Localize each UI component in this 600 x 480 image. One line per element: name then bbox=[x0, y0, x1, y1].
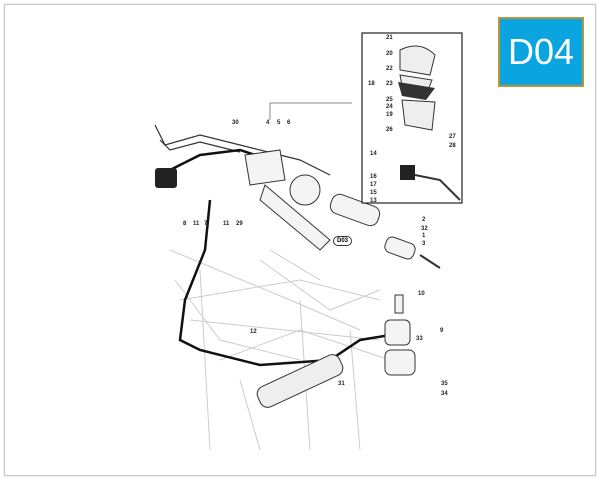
part-label: 28 bbox=[449, 143, 456, 149]
part-label: 15 bbox=[370, 190, 377, 196]
part-label: 6 bbox=[287, 120, 291, 126]
part-label: 3 bbox=[422, 241, 426, 247]
part-label: 31 bbox=[338, 381, 345, 387]
part-label: 10 bbox=[418, 291, 425, 297]
part-label: 35 bbox=[441, 381, 448, 387]
inset-box bbox=[269, 32, 463, 204]
part-label: 26 bbox=[386, 127, 393, 133]
part-label: 18 bbox=[368, 81, 375, 87]
part-label: 30 bbox=[232, 120, 239, 126]
part-label: 11 bbox=[223, 221, 230, 227]
frame-outline bbox=[169, 249, 391, 451]
part-label: 22 bbox=[386, 66, 393, 72]
part-label: 1 bbox=[422, 233, 426, 239]
part-label: 24 bbox=[386, 104, 393, 110]
part-label: 23 bbox=[386, 81, 393, 87]
section-badge: D04 bbox=[498, 17, 584, 87]
part-label: 8 bbox=[183, 221, 187, 227]
part-label: 32 bbox=[421, 226, 428, 232]
part-label: 34 bbox=[441, 391, 448, 397]
reference-tag[interactable]: D03 bbox=[333, 236, 353, 246]
part-label: 17 bbox=[370, 182, 377, 188]
part-label: 14 bbox=[370, 151, 377, 157]
part-label: 4 bbox=[266, 120, 270, 126]
master-cylinder bbox=[244, 149, 416, 260]
part-label: 21 bbox=[386, 35, 393, 41]
part-label: 13 bbox=[370, 198, 377, 204]
handlebar bbox=[154, 124, 331, 176]
part-label: 11 bbox=[193, 221, 200, 227]
brake-switch bbox=[384, 294, 416, 376]
part-label: 2 bbox=[422, 217, 426, 223]
part-label: 25 bbox=[386, 97, 393, 103]
image-frame bbox=[4, 4, 596, 476]
part-label: 16 bbox=[370, 174, 377, 180]
part-label: 29 bbox=[236, 221, 243, 227]
frame-tube bbox=[256, 354, 344, 408]
part-label: 27 bbox=[449, 134, 456, 140]
part-label: 9 bbox=[440, 328, 444, 334]
bar-end-screw bbox=[419, 254, 441, 269]
part-label: 5 bbox=[277, 120, 281, 126]
part-label: 20 bbox=[386, 51, 393, 57]
part-label: 19 bbox=[386, 112, 393, 118]
part-label: 7 bbox=[204, 221, 208, 227]
switch-connector bbox=[155, 168, 177, 188]
part-label: 12 bbox=[250, 329, 257, 335]
part-label: 33 bbox=[416, 336, 423, 342]
brake-hose bbox=[178, 199, 391, 367]
